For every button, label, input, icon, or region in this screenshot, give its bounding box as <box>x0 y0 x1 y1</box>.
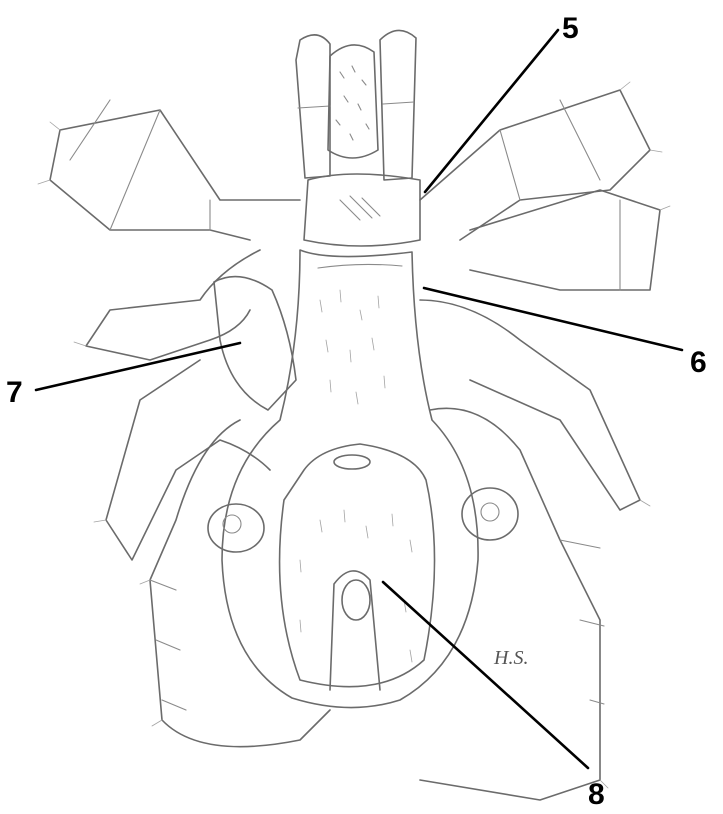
annotation-8: 8 <box>383 582 605 811</box>
leader-line-8 <box>383 582 588 768</box>
leader-line-5 <box>425 30 558 192</box>
label-6: 6 <box>690 346 707 379</box>
label-8: 8 <box>588 778 605 811</box>
label-7: 7 <box>6 376 23 409</box>
tick-body <box>222 250 478 708</box>
leader-line-6 <box>424 288 682 350</box>
mouthparts <box>296 30 420 246</box>
annotation-6: 6 <box>424 288 707 379</box>
annotation-5: 5 <box>425 12 579 192</box>
label-5: 5 <box>562 12 579 45</box>
legs-left <box>38 100 330 747</box>
annotation-7: 7 <box>6 343 240 409</box>
leader-line-7 <box>36 343 240 390</box>
artist-signature: H.S. <box>493 647 528 669</box>
spiracle-plates <box>208 488 518 552</box>
legs-right <box>420 82 670 800</box>
